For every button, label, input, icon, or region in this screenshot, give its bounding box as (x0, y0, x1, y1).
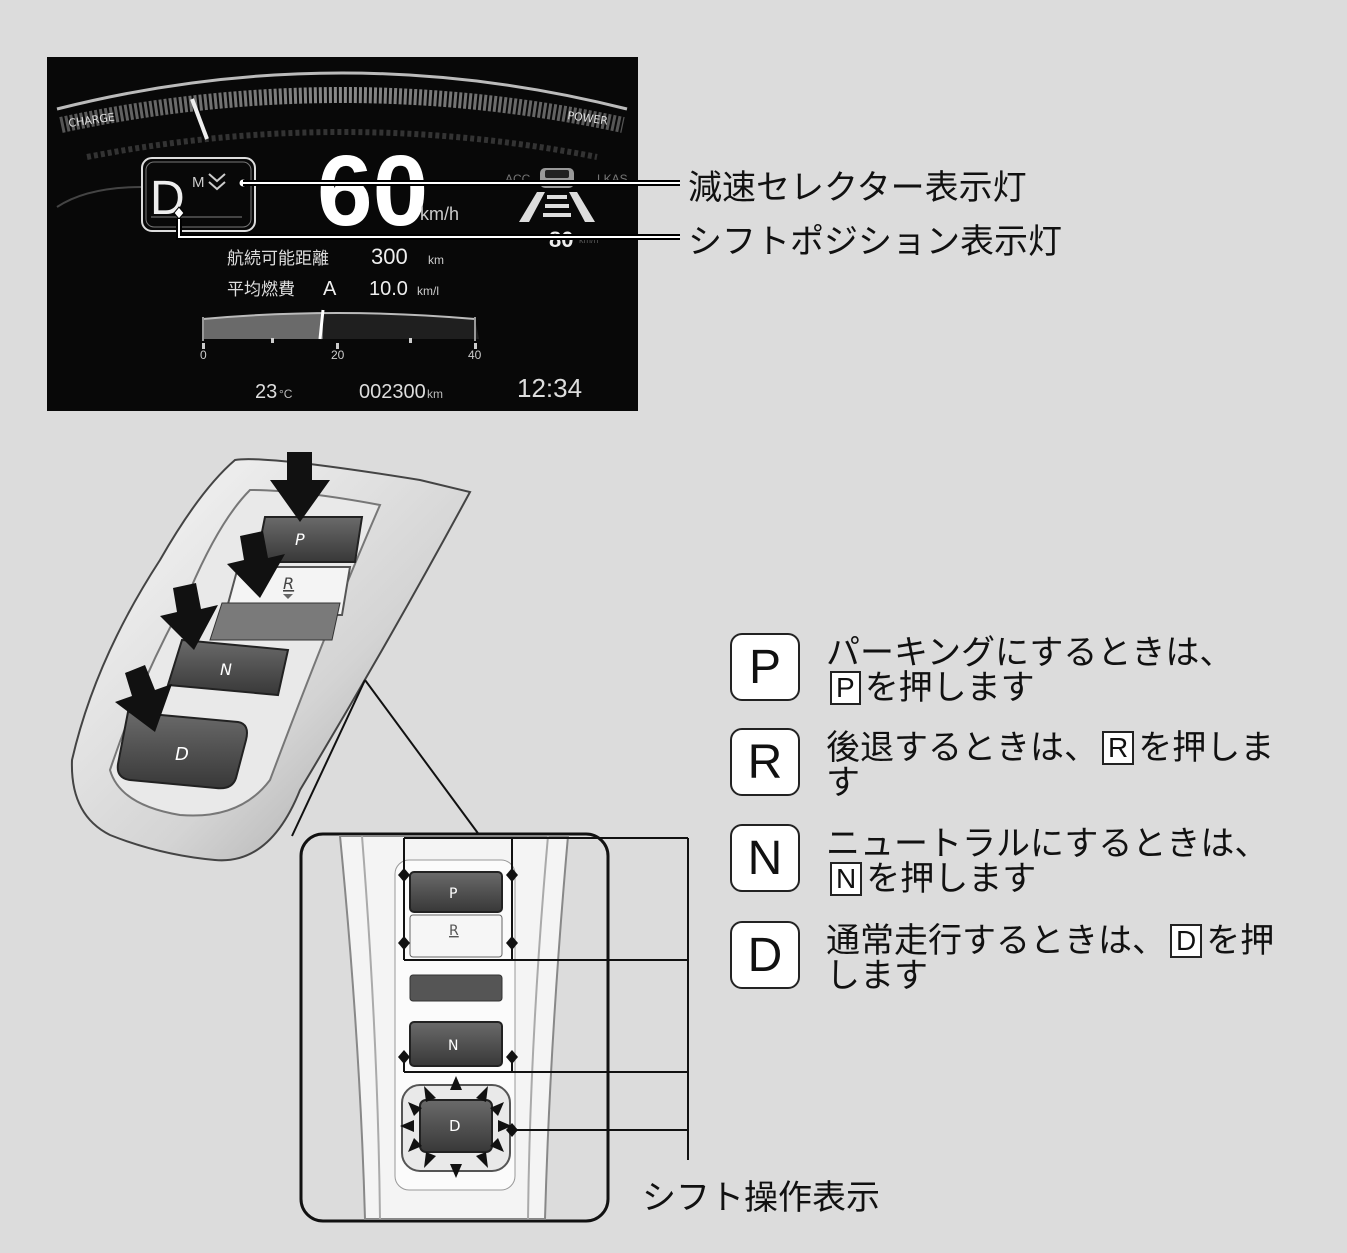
temperature-unit: °C (279, 387, 293, 401)
p-button-label: P (295, 530, 305, 549)
outside-temperature: 23 (255, 381, 277, 403)
zoom-r-label: R (449, 923, 459, 939)
mode-indicator: M (192, 174, 205, 191)
scale-tick-label: 40 (468, 348, 482, 362)
fuel-trip-label: A (323, 278, 337, 300)
legend-key-p: P (730, 633, 800, 701)
fuel-economy-label: 平均燃費 (227, 280, 295, 300)
inline-key-r: R (1102, 731, 1135, 765)
legend-text-before: パーキングにするときは、 (826, 633, 1234, 673)
n-button[interactable]: N (166, 638, 290, 697)
d-button[interactable]: D (116, 710, 248, 790)
legend-text-after: を押します (864, 668, 1035, 708)
zoom-p-button[interactable]: P (409, 871, 503, 913)
inline-key-d: D (1170, 924, 1203, 958)
range-unit: km (428, 253, 444, 267)
legend-text-after: を押します (826, 728, 1275, 803)
legend-text-before: 通常走行するときは、 (826, 921, 1166, 961)
deceleration-selector-icon (208, 173, 226, 191)
shift-position-callout: シフトポジション表示灯 (688, 222, 1062, 262)
zoom-n-label: N (448, 1038, 458, 1054)
flash-indicator-icon (400, 1076, 512, 1178)
legend-key-n: N (730, 824, 800, 892)
power-meter-bar (59, 87, 625, 133)
zoom-p-label: P (449, 886, 457, 902)
charge-label: CHARGE (68, 111, 116, 130)
fuel-economy-unit: km/l (417, 284, 439, 298)
scale-tick-label: 20 (331, 348, 345, 362)
zoom-d-button[interactable]: D (401, 1084, 511, 1172)
odometer-unit: km (427, 387, 443, 401)
shift-operation-leaders (403, 837, 689, 1160)
shift-operation-callout: シフト操作表示 (642, 1178, 880, 1218)
fuel-economy-needle (318, 309, 325, 340)
legend-text-after: を押します (866, 859, 1037, 899)
legend-text-before: 後退するときは、 (826, 728, 1098, 768)
power-meter-needle (190, 98, 209, 140)
r-button-label: R (283, 574, 294, 593)
press-arrow-icon (115, 452, 330, 732)
zoom-d-label: D (449, 1117, 461, 1135)
speed-unit: km/h (420, 204, 459, 224)
legend-text-before: ニュートラルにするときは、 (826, 824, 1269, 864)
power-meter-outer-arc (56, 71, 628, 111)
speed-value: 60 (317, 135, 428, 247)
shift-operation-anchor (398, 868, 518, 1137)
indicator-highlight-box-inner (145, 161, 252, 228)
zoom-r-button[interactable]: R (409, 914, 503, 1002)
clock: 12:34 (517, 373, 582, 403)
legend-key-d: D (730, 921, 800, 989)
n-button-label: N (220, 660, 232, 679)
fuel-economy-value: 10.0 (369, 278, 408, 300)
range-value: 300 (371, 244, 408, 269)
odometer-value: 002300 (359, 381, 426, 403)
fuel-economy-gauge (202, 309, 479, 349)
scale-tick-label: 0 (200, 348, 207, 362)
indicator-highlight-box (141, 157, 256, 232)
zoom-n-button[interactable]: N (409, 1021, 503, 1067)
power-label: POWER (567, 109, 610, 128)
p-button[interactable]: P (254, 516, 364, 563)
d-button-label: D (175, 744, 189, 765)
inline-key-p: P (830, 671, 861, 705)
power-meter-inner-arc (86, 129, 598, 160)
decorative-line (56, 186, 143, 208)
range-label: 航続可能距離 (227, 249, 329, 269)
legend-key-r: R (730, 728, 800, 796)
legend-text-after: を押します (826, 921, 1275, 996)
inline-key-n: N (830, 862, 863, 896)
decel-selector-callout: 減速セレクター表示灯 (688, 168, 1027, 208)
lane-keeping-icon (519, 192, 595, 222)
